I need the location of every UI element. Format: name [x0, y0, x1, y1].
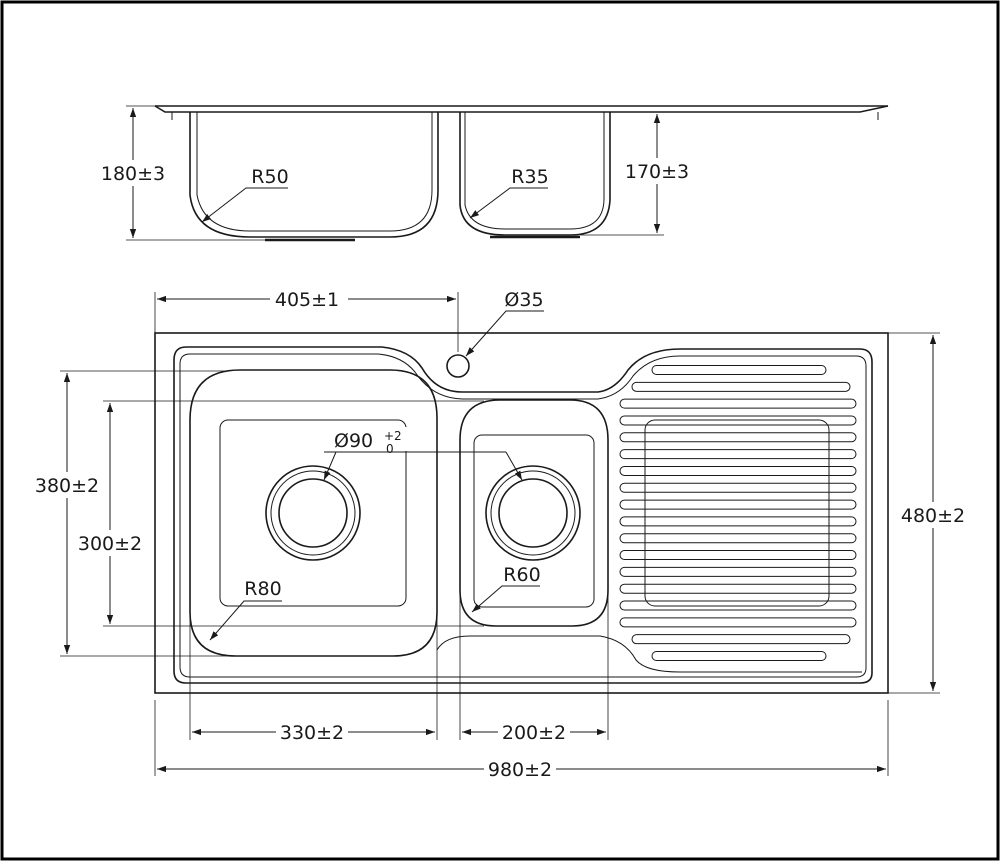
drainer-rib [619, 516, 857, 527]
small-bowl-radius-label: R60 [503, 564, 540, 586]
dim-large-bowl-length: 380±2 [32, 370, 228, 657]
drainer-ribs [619, 365, 857, 661]
dim-right-depth: 170±3 [580, 114, 692, 236]
drainer-rib [631, 381, 851, 392]
drainer-rib [619, 398, 857, 409]
drainer-rib [619, 617, 857, 628]
dim-left-radius: R50 [201, 166, 289, 223]
small-bowl-length-label: 300±2 [78, 533, 142, 555]
side-view [154, 105, 889, 242]
dim-overall-width: 980±2 [154, 700, 889, 782]
drainer-rib [619, 482, 857, 493]
small-bowl-waste [485, 465, 581, 561]
dim-bowl-offset: 405±1 [154, 286, 459, 352]
drainer-rib [619, 415, 857, 426]
drainer-rib [619, 583, 857, 594]
right-radius-label: R35 [511, 166, 548, 188]
large-bowl-width-label: 330±2 [280, 722, 344, 744]
small-bowl-width-label: 200±2 [502, 722, 566, 744]
left-depth-label: 180±3 [101, 163, 165, 185]
drainer-rib [619, 465, 857, 476]
waste-tol-upper: +2 [384, 429, 402, 443]
dim-bowl-widths: 330±2 200±2 [189, 590, 609, 745]
overall-width-label: 980±2 [488, 759, 552, 781]
plan-view [154, 332, 889, 694]
dim-left-depth: 180±3 [100, 105, 265, 241]
overall-depth-label: 480±2 [901, 505, 965, 527]
tap-hole-label: Ø35 [504, 289, 543, 311]
drainer-rib [619, 550, 857, 561]
dim-waste-diameter: Ø90 +2 0 [323, 427, 523, 481]
waste-tol-lower: 0 [386, 442, 394, 456]
large-bowl-waste [265, 465, 361, 561]
drainer-rib [619, 566, 857, 577]
dim-tap-hole: Ø35 [465, 289, 544, 357]
waste-diameter-label: Ø90 [334, 430, 373, 452]
bowl-offset-label: 405±1 [275, 289, 339, 311]
drainer-rib [631, 634, 851, 645]
drainer-rib [619, 600, 857, 611]
drainer-rib [619, 499, 857, 510]
drainer-rib [619, 533, 857, 544]
dim-large-bowl-radius: R80 [209, 578, 282, 641]
dim-overall-depth: 480±2 [888, 332, 968, 694]
large-bowl-length-label: 380±2 [35, 475, 99, 497]
tap-hole [446, 354, 470, 378]
dim-small-bowl-length: 300±2 [75, 400, 484, 627]
dim-right-radius: R35 [469, 166, 549, 219]
drainer-rib [619, 432, 857, 443]
large-bowl-radius-label: R80 [244, 578, 281, 600]
right-depth-label: 170±3 [625, 161, 689, 183]
drainer-rib [651, 651, 827, 661]
drainer-rib [619, 449, 857, 460]
left-radius-label: R50 [251, 166, 288, 188]
drainer-rib [651, 365, 827, 375]
dim-small-bowl-radius: R60 [471, 564, 541, 613]
